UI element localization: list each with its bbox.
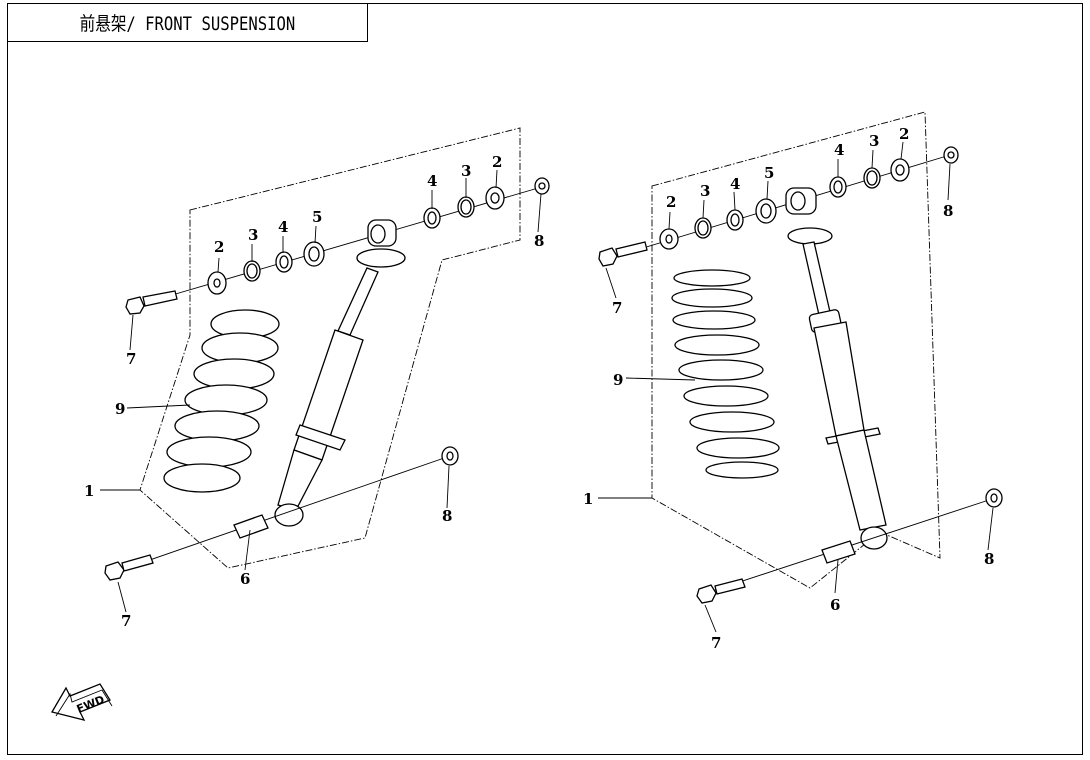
- title-box: 前悬架/ FRONT SUSPENSION: [7, 3, 368, 42]
- right-callout-6: 6: [830, 596, 840, 614]
- left-bolt-bottom: [104, 554, 154, 581]
- left-callout-2a: 2: [214, 238, 224, 256]
- left-callout-3a: 3: [248, 226, 258, 244]
- right-spacer-6: [821, 540, 856, 564]
- right-bolt-bottom: [696, 578, 746, 604]
- right-shock-top-eye: [785, 187, 833, 245]
- right-callout-4b: 4: [834, 141, 844, 159]
- left-callout-4b: 4: [427, 172, 437, 190]
- left-bottom-axis: [114, 455, 451, 573]
- left-shock-top-eye: [356, 219, 406, 268]
- right-coil-spring: [671, 269, 780, 479]
- right-shock-absorber: [802, 241, 888, 550]
- right-callout-4a: 4: [730, 175, 740, 193]
- right-callout-8a: 8: [943, 202, 953, 220]
- forward-arrow-icon: FWD: [51, 683, 113, 721]
- left-callout-8b: 8: [442, 507, 452, 525]
- right-assembly: 1 2 3 4 5 4 3 2 6 7 7 8 8 9: [583, 111, 1003, 652]
- left-callout-5: 5: [312, 208, 322, 226]
- right-callout-5: 5: [764, 164, 774, 182]
- page-title: 前悬架/ FRONT SUSPENSION: [79, 13, 296, 35]
- left-callout-4a: 4: [278, 218, 288, 236]
- right-callout-2b: 2: [899, 125, 909, 143]
- right-bolt-top: [598, 241, 648, 267]
- right-callout-2a: 2: [666, 193, 676, 211]
- left-callout-7b: 7: [121, 612, 131, 630]
- left-callout-1: 1: [84, 482, 94, 500]
- right-callout-3b: 3: [869, 132, 879, 150]
- right-callout-3a: 3: [700, 182, 710, 200]
- left-group-boundary: [139, 127, 521, 569]
- right-callout-7b: 7: [711, 634, 721, 652]
- left-bolt-top: [125, 290, 178, 315]
- right-callout-9: 9: [613, 371, 623, 389]
- left-shock-absorber: [274, 267, 379, 527]
- left-coil-spring: [163, 309, 280, 493]
- left-callout-6: 6: [240, 570, 250, 588]
- left-spacer-6: [233, 514, 269, 539]
- left-callout-9: 9: [115, 400, 125, 418]
- right-callout-1: 1: [583, 490, 593, 508]
- left-callout-2b: 2: [492, 153, 502, 171]
- left-callout-7a: 7: [126, 350, 136, 368]
- right-callout-8b: 8: [984, 550, 994, 568]
- left-callout-8a: 8: [534, 232, 544, 250]
- left-callout-3b: 3: [461, 162, 471, 180]
- drawing-frame: [7, 3, 1083, 755]
- right-callout-7a: 7: [612, 299, 622, 317]
- left-assembly: 1 2 3 4 5 2 3 4 6 7 7 8 8 9: [84, 127, 550, 630]
